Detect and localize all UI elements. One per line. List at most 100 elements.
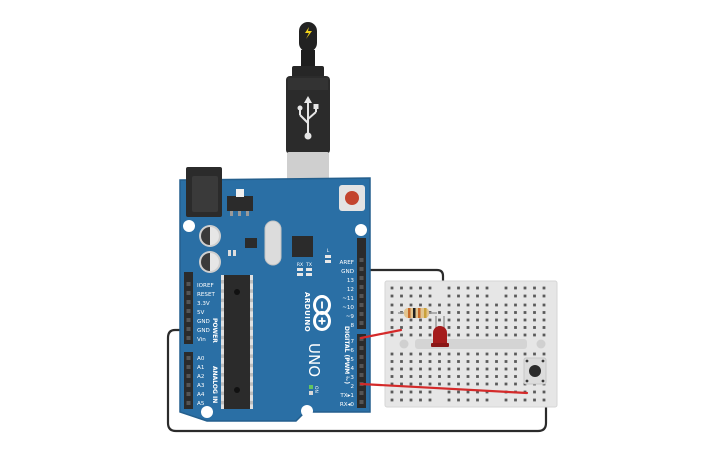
header-pin[interactable] — [186, 309, 191, 313]
header-pin[interactable] — [186, 291, 191, 295]
breadboard-hole[interactable] — [523, 352, 527, 356]
header-pin[interactable] — [359, 312, 364, 316]
breadboard-hole[interactable] — [504, 398, 508, 402]
wire-pin2-to-button[interactable] — [359, 382, 529, 395]
breadboard-hole[interactable] — [409, 382, 413, 386]
breadboard-hole[interactable] — [447, 367, 451, 371]
breadboard-hole[interactable] — [390, 367, 394, 371]
breadboard-hole[interactable] — [542, 352, 546, 356]
breadboard-hole[interactable] — [438, 318, 441, 322]
breadboard-hole[interactable] — [447, 390, 451, 394]
breadboard-hole[interactable] — [514, 286, 517, 290]
breadboard-hole[interactable] — [447, 398, 451, 402]
breadboard-hole[interactable] — [390, 311, 394, 314]
header-pin[interactable] — [186, 336, 191, 340]
header-pin[interactable] — [186, 392, 191, 396]
breadboard-hole[interactable] — [457, 294, 460, 298]
breadboard-hole[interactable] — [409, 333, 413, 337]
breadboard-hole[interactable] — [504, 382, 508, 386]
breadboard-hole[interactable] — [523, 286, 527, 290]
breadboard-hole[interactable] — [533, 294, 536, 298]
breadboard-hole[interactable] — [495, 311, 498, 314]
resistor[interactable] — [398, 308, 437, 318]
breadboard-hole[interactable] — [390, 382, 394, 386]
breadboard-hole[interactable] — [390, 303, 394, 307]
breadboard-hole[interactable] — [390, 294, 394, 298]
breadboard-hole[interactable] — [457, 311, 460, 314]
header-pin[interactable] — [186, 300, 191, 304]
breadboard-hole[interactable] — [495, 382, 498, 386]
breadboard-hole[interactable] — [400, 375, 403, 378]
breadboard-hole[interactable] — [542, 294, 546, 298]
breadboard-hole[interactable] — [504, 375, 508, 378]
breadboard-hole[interactable] — [419, 367, 422, 371]
breadboard-hole[interactable] — [542, 286, 546, 290]
breadboard-hole[interactable] — [533, 398, 536, 402]
header-pin[interactable] — [359, 303, 364, 307]
breadboard-hole[interactable] — [409, 326, 413, 329]
breadboard-hole[interactable] — [390, 390, 394, 394]
wire-gnd-to-breadboard[interactable] — [358, 268, 445, 298]
breadboard-hole[interactable] — [428, 286, 432, 290]
breadboard-hole[interactable] — [476, 398, 479, 402]
breadboard-hole[interactable] — [447, 326, 451, 329]
breadboard-hole[interactable] — [409, 390, 413, 394]
breadboard-hole[interactable] — [485, 303, 489, 307]
breadboard-hole[interactable] — [390, 352, 394, 356]
breadboard-hole[interactable] — [438, 360, 441, 363]
header-pin[interactable] — [359, 373, 364, 377]
breadboard-hole[interactable] — [485, 286, 489, 290]
header-pin[interactable] — [359, 258, 364, 262]
breadboard-hole[interactable] — [438, 367, 441, 371]
breadboard-hole[interactable] — [476, 333, 479, 337]
breadboard-hole[interactable] — [419, 326, 422, 329]
breadboard-hole[interactable] — [409, 367, 413, 371]
breadboard[interactable] — [384, 280, 558, 408]
breadboard-hole[interactable] — [447, 382, 451, 386]
breadboard-hole[interactable] — [504, 286, 508, 290]
breadboard-hole[interactable] — [523, 311, 527, 314]
breadboard-hole[interactable] — [409, 286, 413, 290]
breadboard-hole[interactable] — [419, 360, 422, 363]
breadboard-hole[interactable] — [504, 318, 508, 322]
header-pin[interactable] — [359, 364, 364, 368]
header-pin[interactable] — [186, 356, 191, 360]
breadboard-hole[interactable] — [428, 294, 432, 298]
breadboard-hole[interactable] — [409, 303, 413, 307]
breadboard-hole[interactable] — [428, 382, 432, 386]
breadboard-hole[interactable] — [419, 382, 422, 386]
breadboard-hole[interactable] — [514, 318, 517, 322]
breadboard-hole[interactable] — [400, 294, 403, 298]
breadboard-hole[interactable] — [447, 360, 451, 363]
breadboard-hole[interactable] — [476, 326, 479, 329]
breadboard-hole[interactable] — [428, 398, 432, 402]
breadboard-hole[interactable] — [476, 352, 479, 356]
breadboard-hole[interactable] — [457, 375, 460, 378]
breadboard-hole[interactable] — [514, 398, 517, 402]
breadboard-hole[interactable] — [419, 398, 422, 402]
breadboard-hole[interactable] — [523, 318, 527, 322]
breadboard-hole[interactable] — [485, 398, 489, 402]
breadboard-hole[interactable] — [504, 326, 508, 329]
breadboard-hole[interactable] — [495, 360, 498, 363]
breadboard-hole[interactable] — [542, 326, 546, 329]
header-pin[interactable] — [186, 318, 191, 322]
wire-pin7-to-led[interactable] — [359, 328, 403, 340]
breadboard-hole[interactable] — [485, 326, 489, 329]
breadboard-hole[interactable] — [476, 360, 479, 363]
breadboard-hole[interactable] — [447, 375, 451, 378]
breadboard-hole[interactable] — [409, 318, 413, 322]
breadboard-hole[interactable] — [476, 382, 479, 386]
breadboard-hole[interactable] — [466, 398, 470, 402]
breadboard-hole[interactable] — [533, 390, 536, 394]
header-pin[interactable] — [186, 383, 191, 387]
breadboard-hole[interactable] — [438, 382, 441, 386]
breadboard-hole[interactable] — [409, 360, 413, 363]
breadboard-hole[interactable] — [457, 286, 460, 290]
breadboard-hole[interactable] — [400, 286, 403, 290]
breadboard-hole[interactable] — [466, 311, 470, 314]
breadboard-hole[interactable] — [409, 352, 413, 356]
breadboard-hole[interactable] — [438, 303, 441, 307]
breadboard-hole[interactable] — [514, 360, 517, 363]
breadboard-hole[interactable] — [542, 318, 546, 322]
